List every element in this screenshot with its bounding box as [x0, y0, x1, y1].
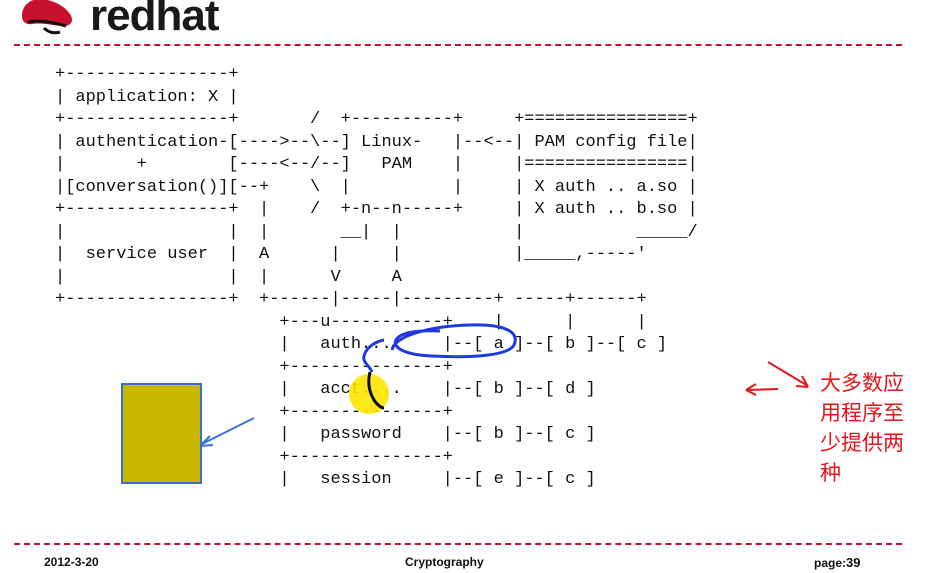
diagram-line: +----------------+ +------|-----|-------…	[55, 290, 647, 309]
diagram-line: +----------------+ / +----------+ +=====…	[55, 110, 698, 129]
diagram-line: +----------------+	[55, 65, 239, 84]
diagram-line: +---------------+	[55, 447, 453, 467]
diagram-line: +---------------+	[55, 402, 453, 422]
pam-architecture-diagram: +----------------+ | application: X | +-…	[55, 64, 698, 492]
footer-divider	[14, 543, 902, 545]
note-line: 少提供两	[820, 431, 904, 455]
note-line: 用程序至	[820, 401, 904, 425]
diagram-line: +---------------+	[55, 357, 453, 377]
diagram-line: | service user | A | | |_____,-----'	[55, 245, 647, 264]
page-label: page:	[814, 556, 847, 570]
red-arrow-head-2	[745, 383, 757, 396]
diagram-line: |[conversation()][--+ \ | | | X auth .. …	[55, 177, 698, 197]
red-arrow-line-2	[747, 388, 779, 391]
red-arrow-head	[795, 375, 809, 388]
diagram-line: +----------------+ | / +-n--n-----+ | X …	[55, 200, 698, 219]
note-line: 大多数应	[820, 371, 904, 395]
diagram-line: | password |--[ b ]--[ c ]	[55, 425, 596, 444]
slide-header: redhat	[0, 0, 927, 44]
diagram-line: | | | V A	[55, 267, 402, 287]
diagram-line: | authentication-[---->--\--] Linux- |--…	[55, 132, 698, 152]
diagram-line: | + [----<--/--] PAM | |================…	[55, 155, 698, 174]
diagram-line: | | | __| | | _____/	[55, 222, 698, 242]
footer-date: 2012-3-20	[44, 555, 99, 569]
diagram-line: +---u-----------+ | | |	[55, 312, 647, 332]
note-line: 种	[820, 461, 841, 485]
diagram-line: | session |--[ e ]--[ c ]	[55, 470, 596, 489]
highlight-box	[121, 383, 202, 484]
diagram-line: | auth.... |--[ a ]--[ b ]--[ c ]	[55, 335, 668, 354]
page-indicator: page:39	[814, 555, 860, 570]
red-arrow-line	[767, 361, 809, 387]
footer-title: Cryptography	[405, 555, 484, 569]
cursor-highlight	[349, 374, 389, 414]
redhat-logo-icon	[22, 0, 72, 35]
header-divider	[14, 44, 902, 46]
page-number: 39	[846, 555, 861, 570]
handwritten-note: 大多数应 用程序至 少提供两 种	[820, 368, 920, 488]
redhat-logo-text: redhat	[90, 0, 219, 40]
diagram-line: | application: X |	[55, 87, 239, 107]
